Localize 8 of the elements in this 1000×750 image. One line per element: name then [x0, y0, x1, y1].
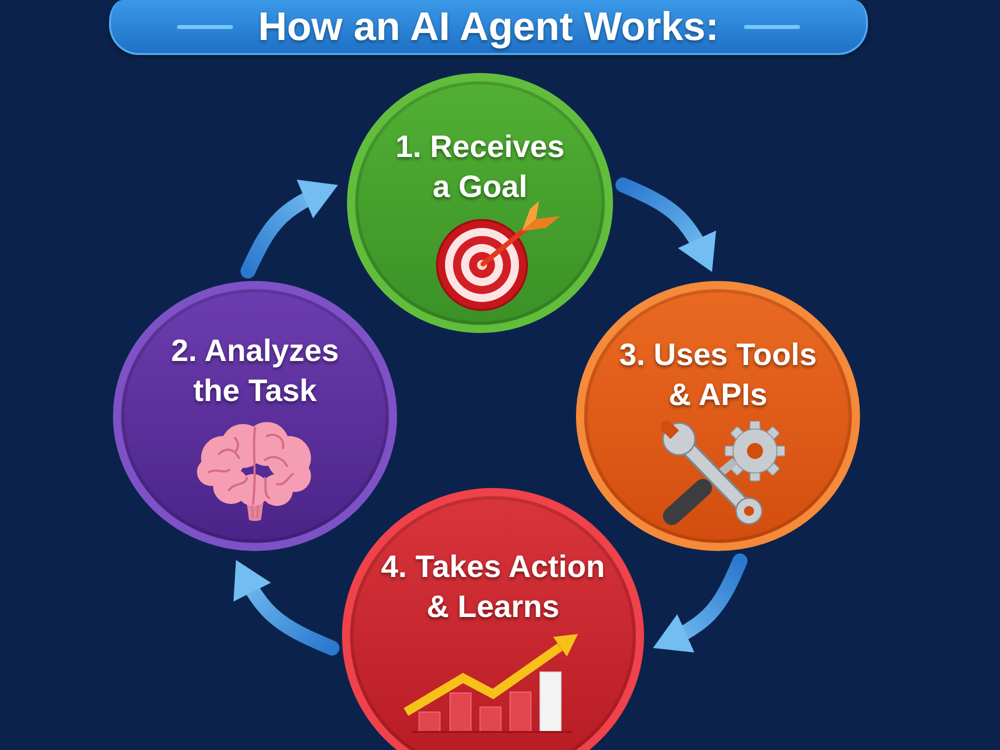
step-circle [113, 281, 397, 551]
step-title: 1. Receives a Goal [394, 128, 566, 206]
step-title: 4. Takes Action & Learns [380, 548, 606, 626]
step-title: 2. Analyzes the Task [170, 332, 340, 410]
step-title: 3. Uses Tools & APIs [618, 336, 818, 414]
diagram-title: How an AI Agent Works: [258, 4, 719, 50]
step-circle [576, 281, 860, 551]
step-circle [347, 73, 613, 333]
